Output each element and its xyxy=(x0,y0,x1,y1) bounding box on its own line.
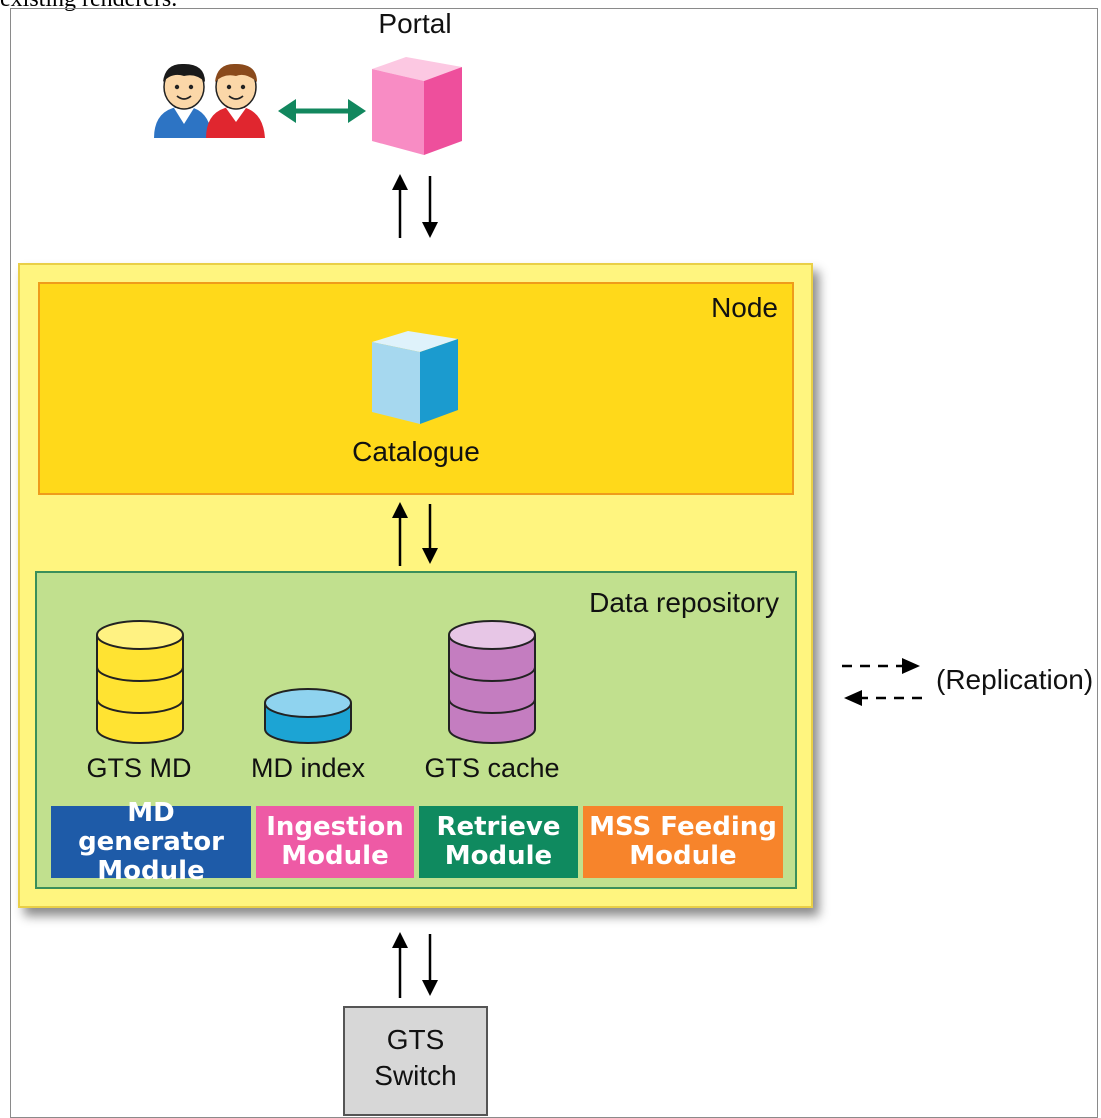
top-caption: existing renderers. xyxy=(0,0,177,13)
md-generator-module-line1: MD generator xyxy=(78,797,224,857)
catalogue-repository-arrows xyxy=(392,502,438,566)
users-icon xyxy=(154,63,265,138)
mss-feeding-module-line2: Module xyxy=(629,841,737,871)
retrieve-module-line1: Retrieve xyxy=(436,812,561,842)
portal-label: Portal xyxy=(378,8,452,39)
mss-feeding-module-line1: MSS Feeding xyxy=(589,812,777,842)
user-right-icon xyxy=(206,63,265,138)
retrieve-module-line2: Module xyxy=(444,841,553,871)
portal-node-arrows xyxy=(392,174,438,238)
gts-switch-box: GTS Switch xyxy=(343,1006,488,1116)
gts-cache-label: GTS cache xyxy=(424,753,560,783)
data-repository-label: Data repository xyxy=(589,587,779,618)
replication-arrows xyxy=(842,658,922,706)
md-index-database-icon xyxy=(264,688,352,744)
node-label: Node xyxy=(711,292,778,323)
gts-cache-database-icon xyxy=(448,620,536,744)
node-switch-arrows xyxy=(392,932,438,998)
md-generator-module-line2: Module xyxy=(97,855,205,886)
portal-cube-icon xyxy=(372,57,462,155)
ingestion-module-line1: Ingestion xyxy=(266,812,404,842)
catalogue-label: Catalogue xyxy=(352,436,480,467)
md-index-label: MD index xyxy=(250,753,366,783)
gts-md-database-icon xyxy=(96,620,184,744)
replication-label: (Replication) xyxy=(936,664,1094,695)
data-repository-box: Data repository GTS MD MD index GTS cach… xyxy=(35,571,797,889)
catalogue-cube-icon xyxy=(372,331,458,424)
ingestion-module-line2: Module xyxy=(281,841,389,871)
gts-switch-line1: GTS xyxy=(386,1024,445,1055)
gts-switch-line2: Switch xyxy=(374,1060,457,1091)
node-box: Node Catalogue xyxy=(38,282,794,495)
user-left-icon xyxy=(154,63,212,138)
gts-md-label: GTS MD xyxy=(86,753,192,783)
users-portal-arrow xyxy=(278,99,366,123)
